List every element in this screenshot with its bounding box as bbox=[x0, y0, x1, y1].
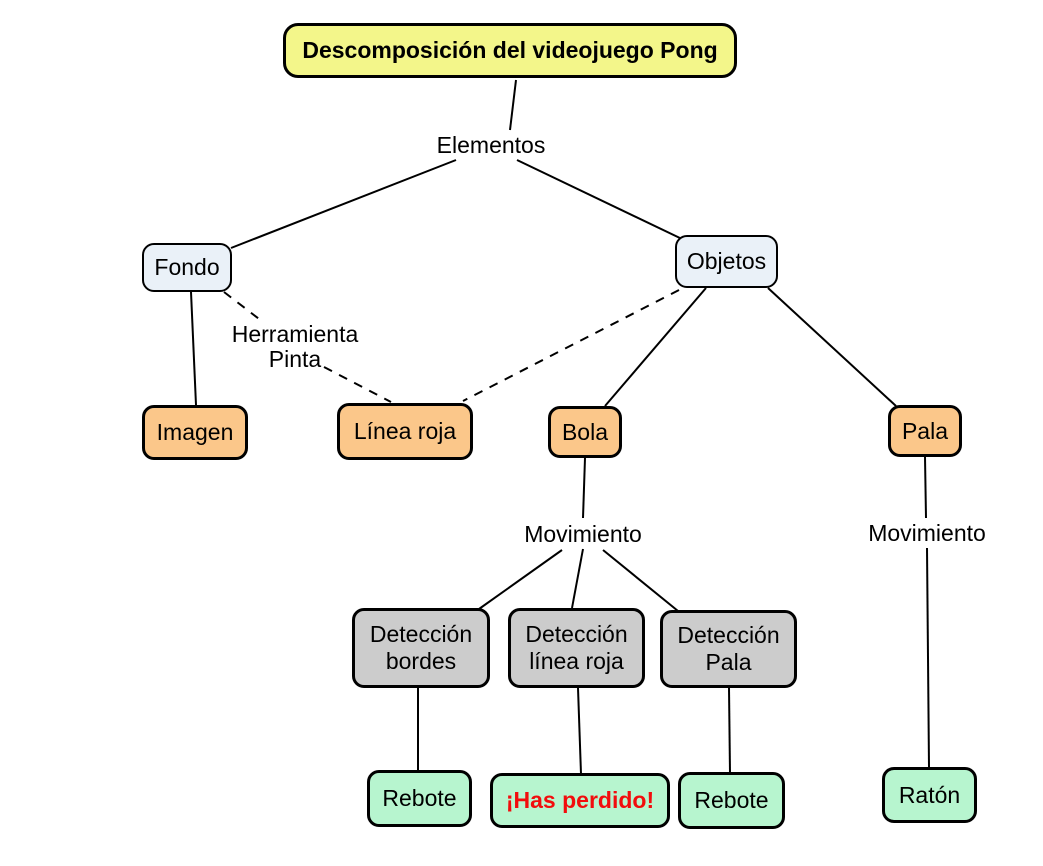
label-movimiento-pala: Movimiento bbox=[868, 520, 986, 546]
node-fondo: Fondo bbox=[142, 243, 232, 292]
edge-objetos-pala bbox=[767, 287, 897, 407]
edge-movimiento-det-linea bbox=[571, 548, 584, 609]
node-raton: Ratón bbox=[882, 767, 977, 823]
node-objetos-label: Objetos bbox=[686, 248, 767, 274]
node-linea-roja-label: Línea roja bbox=[353, 418, 457, 444]
node-bola-label: Bola bbox=[561, 418, 609, 445]
label-herramienta-pinta: Herramienta Pinta bbox=[231, 321, 359, 372]
node-has-perdido: ¡Has perdido! bbox=[490, 773, 670, 828]
edge-movimiento-raton bbox=[926, 547, 930, 768]
edge-elementos-objetos bbox=[516, 159, 683, 240]
node-bola: Bola bbox=[548, 406, 622, 458]
node-fondo-label: Fondo bbox=[154, 254, 220, 280]
edge-bola-movimiento bbox=[582, 457, 586, 519]
label-elementos: Elementos bbox=[436, 132, 546, 158]
node-rebote-bordes-label: Rebote bbox=[382, 785, 457, 811]
edge-objetos-bola bbox=[604, 287, 707, 407]
node-rebote-pala: Rebote bbox=[678, 772, 785, 829]
edge-fondo-imagen bbox=[190, 291, 197, 406]
edge-pala-movimiento bbox=[924, 456, 927, 519]
node-deteccion-linea-roja: Detección línea roja bbox=[508, 608, 645, 688]
node-deteccion-bordes: Detección bordes bbox=[352, 608, 490, 688]
node-pala-label: Pala bbox=[901, 417, 949, 444]
node-raton-label: Ratón bbox=[898, 781, 961, 808]
label-movimiento-bola: Movimiento bbox=[524, 521, 642, 547]
node-imagen: Imagen bbox=[142, 405, 248, 460]
root-node-label: Descomposición del videojuego Pong bbox=[302, 37, 718, 63]
node-linea-roja: Línea roja bbox=[337, 403, 473, 460]
node-has-perdido-label: ¡Has perdido! bbox=[505, 787, 655, 813]
node-deteccion-pala: Detección Pala bbox=[660, 610, 797, 688]
edge-det-linea-has-perdido bbox=[577, 687, 582, 775]
node-rebote-bordes: Rebote bbox=[367, 770, 472, 827]
node-pala: Pala bbox=[888, 405, 962, 457]
edge-det-pala-rebote bbox=[728, 687, 731, 774]
edge-herramienta-linea-roja-dashed bbox=[323, 366, 392, 403]
node-imagen-label: Imagen bbox=[156, 419, 234, 445]
node-rebote-pala-label: Rebote bbox=[694, 787, 769, 813]
edge-objetos-linea-roja-dashed bbox=[462, 289, 680, 402]
node-objetos: Objetos bbox=[675, 235, 778, 288]
edge-fondo-herramienta-dashed bbox=[223, 291, 264, 323]
edge-title-elementos bbox=[509, 79, 517, 131]
root-node-title: Descomposición del videojuego Pong bbox=[283, 23, 737, 78]
edge-movimiento-det-pala bbox=[602, 549, 679, 612]
edge-movimiento-det-bordes bbox=[478, 549, 563, 610]
edge-elementos-fondo bbox=[230, 159, 457, 249]
